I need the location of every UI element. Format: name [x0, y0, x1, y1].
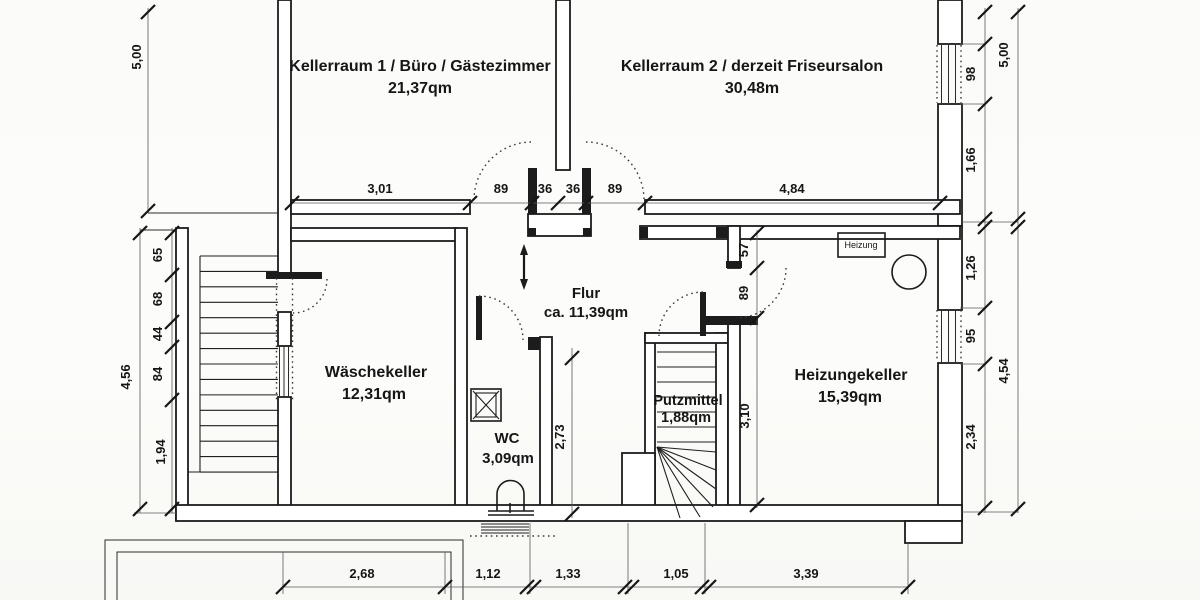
walls — [104, 0, 963, 600]
door-arc-putzmittel — [658, 291, 704, 337]
dim-bottom-2: 1,12 — [475, 566, 500, 581]
dim-right-3: 2,34 — [963, 424, 978, 450]
door-leaf-putzmittel — [700, 292, 706, 336]
dim-top-5: 89 — [608, 181, 622, 196]
door-arc-kellerraum1 — [473, 141, 533, 201]
door-arc-waeschekeller — [292, 278, 328, 314]
dim-top-3: 36 — [538, 181, 552, 196]
waeschekeller-area: 12,31qm — [342, 386, 406, 403]
dim-bottom-4: 1,05 — [663, 566, 688, 581]
door-arc-wc — [478, 295, 524, 341]
dim-left-1: 65 — [150, 248, 165, 262]
windows — [275, 45, 962, 400]
flur-area: ca. 11,39qm — [544, 304, 628, 321]
kellerraum1-area: 21,37qm — [388, 80, 452, 97]
dim-top-4: 36 — [566, 181, 580, 196]
dim-bottom-1: 2,68 — [349, 566, 374, 581]
kellerraum2-area: 30,48m — [725, 80, 779, 97]
dim-bottom-5: 3,39 — [793, 566, 818, 581]
dim-left-5: 1,94 — [153, 439, 168, 465]
dim-heiz-1: 57 — [736, 243, 751, 257]
waeschekeller-name: Wäschekeller — [325, 364, 427, 381]
heizungskeller-area: 15,39qm — [818, 389, 882, 406]
dimension-labels: 3,01 89 36 36 89 4,84 5,00 65 68 44 84 1… — [118, 42, 1011, 581]
dim-right-2: 1,26 — [963, 255, 978, 280]
fixtures: Heizung — [470, 232, 927, 516]
sink-icon — [470, 388, 502, 422]
wc-area: 3,09qm — [482, 450, 534, 467]
dim-right-w2: 95 — [963, 329, 978, 343]
heizungskeller-name: Heizungekeller — [795, 367, 908, 384]
dim-heiz-2: 89 — [736, 286, 751, 300]
dim-top-1: 3,01 — [367, 181, 392, 196]
dim-right-outer-top: 5,00 — [996, 42, 1011, 67]
kellerraum2-name: Kellerraum 2 / derzeit Friseursalon — [621, 58, 883, 75]
dim-left-outer: 5,00 — [129, 44, 144, 69]
door-arc-heizungskeller — [735, 267, 787, 319]
door-leaf-wc — [476, 296, 482, 340]
dim-left-4: 84 — [150, 366, 165, 381]
dim-left-3: 44 — [150, 326, 165, 341]
dim-left-2: 68 — [150, 292, 165, 306]
dim-left-total: 4,56 — [118, 364, 133, 389]
direction-arrow — [520, 244, 528, 290]
toilet-icon — [488, 479, 534, 516]
dimension-ticks — [132, 4, 1026, 595]
dim-bottom-3: 1,33 — [555, 566, 580, 581]
putzmittel-name: Putzmittel — [653, 393, 722, 409]
doors — [292, 141, 787, 341]
heizung-box-label: Heizung — [844, 240, 877, 250]
dim-right-outer-bottom: 4,54 — [996, 358, 1011, 384]
wc-name: WC — [495, 430, 520, 447]
putzmittel-area: 1,88qm — [661, 410, 711, 426]
boiler-circle — [891, 254, 927, 290]
dim-right-w1: 98 — [963, 67, 978, 81]
kellerraum1-name: Kellerraum 1 / Büro / Gästezimmer — [289, 58, 550, 75]
exterior-steps-hatch — [470, 520, 556, 537]
dim-heiz-3: 3,10 — [737, 403, 752, 428]
dim-top-6: 4,84 — [779, 181, 805, 196]
dim-top-2: 89 — [494, 181, 508, 196]
heizung-box — [837, 232, 886, 258]
door-arc-kellerraum2 — [585, 141, 645, 201]
room-labels: Kellerraum 1 / Büro / Gästezimmer 21,37q… — [289, 58, 907, 467]
stair-steps — [199, 255, 717, 519]
flur-name: Flur — [572, 285, 600, 302]
dim-corridor: 2,73 — [552, 424, 567, 449]
dim-right-1: 1,66 — [963, 147, 978, 172]
